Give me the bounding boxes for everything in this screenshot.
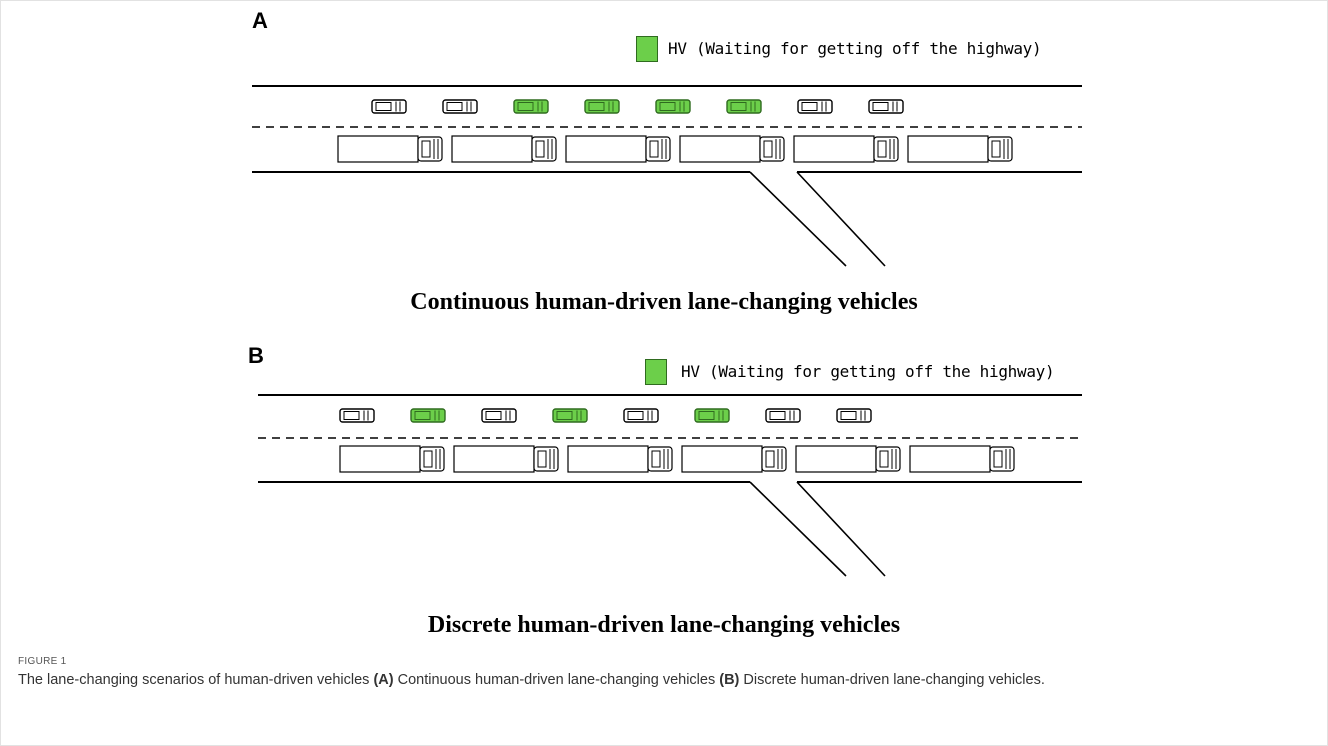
truck <box>339 445 445 473</box>
caption-a-text: Continuous human-driven lane-changing ve… <box>393 672 720 688</box>
truck <box>679 135 785 163</box>
panel-a-title: Continuous human-driven lane-changing ve… <box>410 289 918 315</box>
panel-b-title: Discrete human-driven lane-changing vehi… <box>427 612 901 638</box>
panel-a-letter: A <box>252 8 268 33</box>
truck <box>907 135 1013 163</box>
hv-car <box>513 99 549 114</box>
hv-car <box>726 99 762 114</box>
hv-car <box>552 408 588 423</box>
car <box>442 99 478 114</box>
hv-car <box>410 408 446 423</box>
hv-car <box>584 99 620 114</box>
exit-ramp-right-edge <box>796 171 886 267</box>
truck <box>681 445 787 473</box>
car <box>481 408 517 423</box>
panel-a-legend-label: HV (Waiting for getting off the highway) <box>668 39 1042 58</box>
figure-caption: The lane-changing scenarios of human-dri… <box>18 670 1288 691</box>
caption-b-text: Discrete human-driven lane-changing vehi… <box>739 672 1045 688</box>
exit-ramp-left-edge <box>749 481 847 577</box>
truck <box>567 445 673 473</box>
car <box>339 408 375 423</box>
panel-b-road-diagram <box>258 394 1082 577</box>
panel-b-legend-label: HV (Waiting for getting off the highway) <box>681 362 1055 381</box>
truck <box>453 445 559 473</box>
car <box>868 99 904 114</box>
panel-a-legend-swatch <box>636 36 658 62</box>
caption-b-tag: (B) <box>719 672 740 688</box>
exit-ramp-right-edge <box>796 481 886 577</box>
caption-lead: The lane-changing scenarios of human-dri… <box>18 672 374 688</box>
exit-ramp-left-edge <box>749 171 847 267</box>
car <box>623 408 659 423</box>
car <box>836 408 872 423</box>
truck <box>565 135 671 163</box>
truck <box>451 135 557 163</box>
panel-b-letter: B <box>248 343 264 368</box>
hv-car <box>694 408 730 423</box>
truck <box>337 135 443 163</box>
panel-a-road-diagram <box>252 85 1082 267</box>
car <box>765 408 801 423</box>
truck <box>793 135 899 163</box>
truck <box>909 445 1015 473</box>
car <box>797 99 833 114</box>
panel-b-legend-swatch <box>645 359 667 385</box>
figure-label: FIGURE 1 <box>18 656 67 667</box>
caption-a-tag: (A) <box>373 672 394 688</box>
car <box>371 99 407 114</box>
hv-car <box>655 99 691 114</box>
truck <box>795 445 901 473</box>
